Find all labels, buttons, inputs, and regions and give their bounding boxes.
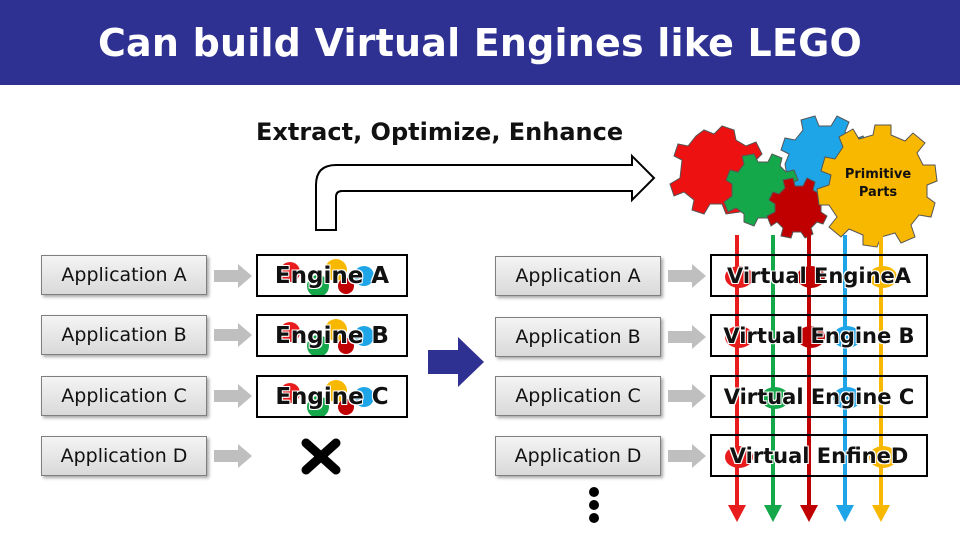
right-gray-arrows — [668, 264, 706, 468]
virtual-parts-icon — [725, 326, 861, 348]
right-arrow-icon — [214, 264, 252, 288]
cross-icon — [301, 438, 341, 475]
engine-b-label: Engine B — [275, 322, 389, 349]
primitive-parts-line1: Primitive — [844, 167, 912, 182]
engine-gears-icon — [280, 319, 374, 355]
engine-a-box: Engine A — [256, 254, 408, 297]
virtual-parts-icon — [761, 387, 861, 409]
virtual-engine-c-label: Virtual Engine C — [723, 384, 915, 409]
extract-arrow — [315, 153, 656, 231]
virtual-parts-icon — [725, 266, 897, 288]
engine-gears-icon — [280, 380, 374, 416]
right-arrow-icon — [668, 384, 706, 408]
right-arrow-icon — [668, 264, 706, 288]
engine-b-box: Engine B — [256, 314, 408, 357]
gear-icon — [766, 177, 828, 239]
transform-arrow — [428, 337, 484, 387]
right-arrow-icon — [668, 444, 706, 468]
right-arrow-icon — [668, 325, 706, 349]
left-app-c: Application C — [41, 376, 207, 416]
right-app-b: Application B — [495, 317, 661, 357]
extract-caption: Extract, Optimize, Enhance — [256, 118, 624, 146]
virtual-engine-b-label: Virtual Engine B — [723, 323, 915, 348]
right-app-d: Application D — [495, 436, 661, 476]
title-bar: Can build Virtual Engines like LEGO — [0, 0, 960, 85]
virtual-engine-b-box: Virtual Engine B — [710, 314, 928, 357]
engine-c-box: Engine C — [256, 375, 408, 418]
right-arrow-icon — [214, 444, 252, 468]
virtual-parts-icon — [725, 446, 897, 468]
virtual-engine-d-label: Virtual EnfineD — [729, 443, 909, 468]
virtual-engine-c-box: Virtual Engine C — [710, 375, 928, 418]
left-app-d: Application D — [41, 436, 207, 476]
gear-icon — [816, 124, 938, 248]
primitive-parts-label: Primitive Parts — [842, 166, 914, 202]
engine-gears-icon — [280, 259, 374, 295]
left-gray-arrows — [214, 264, 252, 468]
right-arrow-icon — [214, 384, 252, 408]
virtual-engine-a-box: Virtual EngineA — [710, 254, 928, 297]
engine-c-label: Engine C — [275, 383, 389, 410]
virtual-engine-a-label: Virtual EngineA — [726, 263, 912, 288]
ellipsis-icon — [589, 487, 599, 523]
virtual-engine-d-box: Virtual EnfineD — [710, 434, 928, 477]
primitive-parts-line2: Parts — [858, 185, 898, 200]
left-app-b: Application B — [41, 315, 207, 355]
engine-a-label: Engine A — [274, 262, 390, 289]
right-arrow-icon — [214, 323, 252, 347]
right-app-a: Application A — [495, 256, 661, 296]
left-app-a: Application A — [41, 255, 207, 295]
primitive-gears — [669, 115, 938, 248]
page-title: Can build Virtual Engines like LEGO — [97, 20, 863, 65]
right-app-c: Application C — [495, 376, 661, 416]
